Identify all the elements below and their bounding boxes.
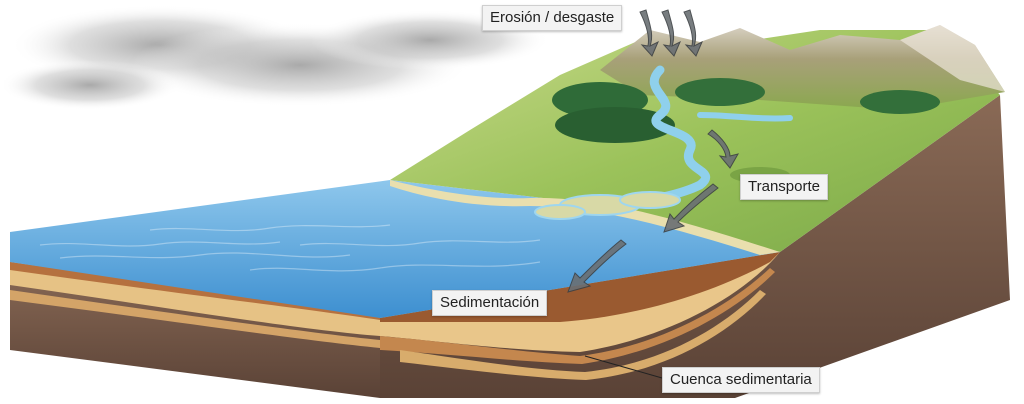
basin-leader-line [584, 355, 663, 379]
sedimentation-label: Sedimentación [432, 290, 548, 316]
delta [534, 191, 681, 220]
transport-arrow-upper [707, 129, 740, 169]
river [615, 65, 711, 210]
erosion-arrows [639, 9, 703, 57]
forests [552, 78, 940, 183]
sedimentary-basin-label: Cuenca sedimentaria [662, 367, 820, 393]
transport-label: Transporte [740, 174, 828, 200]
transport-arrow-lower [663, 183, 719, 233]
sedimentation-arrow [567, 239, 627, 293]
clouds [0, 5, 550, 110]
erosion-label: Erosión / desgaste [482, 5, 623, 31]
